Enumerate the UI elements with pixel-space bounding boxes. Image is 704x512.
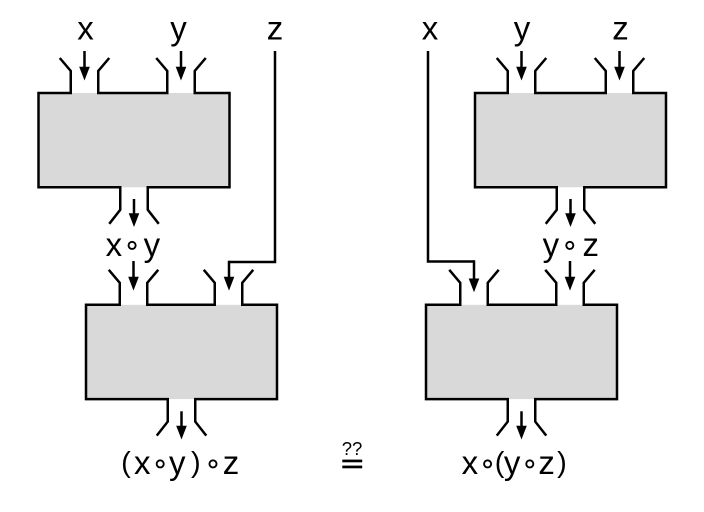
svg-text:x: x xyxy=(422,9,439,46)
svg-text:z: z xyxy=(612,10,629,47)
svg-text:): ) xyxy=(191,447,201,479)
svg-text:z: z xyxy=(267,10,284,47)
svg-text:x: x xyxy=(462,444,479,481)
svg-text:y: y xyxy=(504,444,521,481)
svg-text:x: x xyxy=(106,226,123,263)
svg-text:(: ( xyxy=(121,447,131,479)
svg-text:z: z xyxy=(538,444,555,481)
svg-text:(: ( xyxy=(495,447,505,479)
svg-text:z: z xyxy=(223,444,240,481)
svg-text:x: x xyxy=(77,10,94,47)
svg-text:z: z xyxy=(583,226,600,263)
svg-text:y: y xyxy=(514,10,531,47)
svg-text:??: ?? xyxy=(342,438,363,459)
svg-text:x: x xyxy=(134,444,151,481)
svg-text:y: y xyxy=(169,444,186,481)
svg-text:y: y xyxy=(543,226,560,263)
svg-text:y: y xyxy=(144,226,161,263)
svg-text:): ) xyxy=(557,447,567,479)
svg-text:y: y xyxy=(170,10,187,47)
